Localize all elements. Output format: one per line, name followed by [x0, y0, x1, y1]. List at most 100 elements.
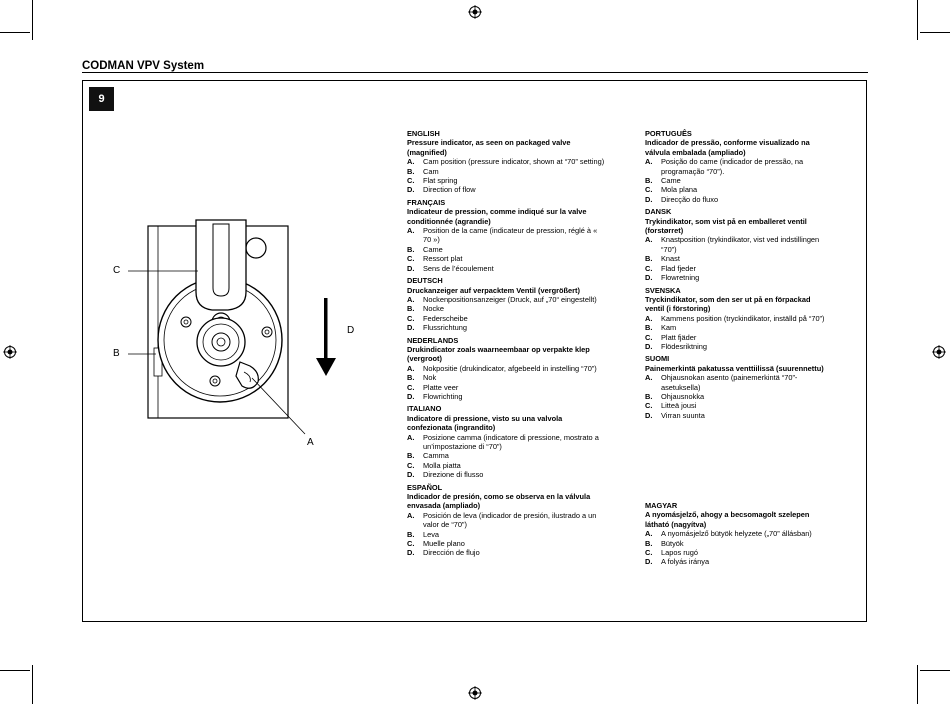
pressure-indicator	[235, 361, 259, 389]
valve-diagram	[128, 219, 336, 435]
flat-spring-slot	[212, 223, 230, 297]
page-number-badge: 9	[89, 87, 114, 111]
label-a: A	[307, 437, 314, 448]
section-dansk: DANSK Trykindikator, som vist på en emba…	[645, 207, 831, 282]
list-item: D.Flussrichtung	[407, 323, 467, 333]
list-item: C.Molla piatta	[407, 460, 461, 470]
section-title: Tryckindikator, som den ser ut på en för…	[645, 294, 811, 314]
flow-direction-arrow-icon	[316, 298, 336, 376]
list-item: B.Knast	[645, 254, 680, 264]
section-english: ENGLISH Pressure indicator, as seen on p…	[407, 129, 607, 195]
section-title: Indicatore di pressione, visto su una va…	[407, 413, 563, 433]
list-item: A.Kammens position (tryckindikator, inst…	[645, 313, 825, 323]
section-portugues: PORTUGUÊS Indicador de pressão, conforme…	[645, 129, 831, 204]
crop-mark	[920, 670, 950, 671]
crop-mark	[0, 670, 30, 671]
language-heading: NEDERLANDS	[407, 335, 459, 345]
language-heading: DEUTSCH	[407, 276, 443, 286]
screw-icon	[261, 326, 273, 338]
text-column-left: ENGLISH Pressure indicator, as seen on p…	[407, 129, 607, 561]
text-column-right-lower: MAGYAR A nyomásjelző, ahogy a becsomagol…	[645, 501, 831, 570]
list-item: B.Nocke	[407, 304, 444, 314]
crop-mark	[917, 665, 918, 704]
list-item: D.Sens de l’écoulement	[407, 263, 494, 273]
crop-mark	[920, 32, 950, 33]
screw-icon	[209, 375, 221, 387]
registration-mark-icon	[468, 5, 482, 19]
document-title: CODMAN VPV System	[82, 60, 205, 72]
section-francais: FRANÇAIS Indicateur de pression, comme i…	[407, 198, 607, 273]
list-item: B.Leva	[407, 529, 440, 539]
section-title: Indicador de pressão, conforme visualiza…	[645, 138, 810, 157]
language-heading: DANSK	[645, 207, 672, 217]
list-item: D.A folyás iránya	[645, 557, 710, 567]
leader-line-a	[251, 377, 306, 435]
list-item: A.Nokpositie (drukindicator, afgebeeld i…	[407, 363, 597, 373]
crop-mark	[917, 0, 918, 40]
list-item: D.Direzione di flusso	[407, 470, 484, 480]
language-heading: SUOMI	[645, 354, 670, 364]
crop-mark	[0, 32, 30, 33]
list-item: B.Came	[645, 176, 681, 186]
label-c: C	[113, 265, 121, 276]
section-svenska: SVENSKA Tryckindikator, som den ser ut p…	[645, 286, 831, 352]
list-item: C.Muelle plano	[407, 539, 465, 549]
registration-mark-icon	[3, 345, 17, 359]
page-frame	[82, 80, 867, 622]
list-item: A.Posizione camma (indicatore di pressio…	[407, 432, 599, 451]
list-item: A.Cam position (pressure indicator, show…	[407, 157, 605, 167]
pressure-indicator-notch	[243, 371, 251, 383]
list-item: C.Mola plana	[645, 185, 698, 195]
cam-core	[211, 332, 231, 352]
list-item: B.Nok	[407, 373, 437, 383]
list-item: C.Platte veer	[407, 382, 459, 392]
list-item: D.Direcção do fluxo	[645, 194, 719, 204]
section-deutsch: DEUTSCH Druckanzeiger auf verpacktem Ven…	[407, 276, 607, 332]
screw-icon	[180, 316, 192, 328]
section-title: Indicateur de pression, comme indiqué su…	[407, 207, 587, 226]
section-title: Painemerkintä pakatussa venttiilissä (su…	[645, 363, 824, 373]
list-item: B.Bütyök	[645, 538, 684, 548]
list-item: A.Knastposition (trykindikator, vist ved…	[645, 235, 820, 254]
language-heading: FRANÇAIS	[407, 197, 446, 207]
list-item: C.Flad fjeder	[645, 263, 696, 273]
list-item: A.Posição do came (indicador de pressão,…	[645, 157, 804, 176]
list-item: B.Came	[407, 244, 443, 254]
list-item: B.Cam	[407, 166, 439, 176]
section-suomi: SUOMI Painemerkintä pakatussa venttiilis…	[645, 354, 831, 420]
list-item: A.Position de la came (indicateur de pre…	[407, 226, 598, 245]
list-item: B.Kam	[645, 323, 677, 333]
section-title: A nyomásjelző, ahogy a becsomagolt szele…	[645, 510, 810, 529]
crop-mark	[32, 0, 33, 40]
registration-mark-icon	[468, 686, 482, 700]
housing-knob	[245, 237, 267, 259]
section-title: Drukindicator zoals waarneembaar op verp…	[407, 344, 590, 364]
section-espanol: ESPAÑOL Indicador de presión, como se ob…	[407, 483, 607, 558]
section-italiano: ITALIANO Indicatore di pressione, visto …	[407, 404, 607, 479]
list-item: D.Flowretning	[645, 273, 700, 283]
list-item: C.Lapos rugó	[645, 548, 698, 558]
list-item: A.Posición de leva (indicador de presión…	[407, 510, 597, 530]
list-item: C.Platt fjäder	[645, 332, 697, 342]
section-magyar: MAGYAR A nyomásjelző, ahogy a becsomagol…	[645, 501, 831, 567]
language-heading: PORTUGUÊS	[645, 129, 692, 138]
list-item: C.Flat spring	[407, 176, 458, 186]
crop-mark	[32, 665, 33, 704]
language-heading: ESPAÑOL	[407, 482, 443, 492]
list-item: D.Dirección de flujo	[407, 548, 480, 558]
section-title: Trykindikator, som vist på en emballeret…	[645, 216, 807, 236]
label-d: D	[347, 325, 355, 336]
section-title: Pressure indicator, as seen on packaged …	[407, 138, 571, 157]
list-item: C.Ressort plat	[407, 254, 463, 264]
list-item: A.A nyomásjelző bütyök helyzete („70” ál…	[645, 529, 812, 539]
section-title: Druckanzeiger auf verpacktem Ventil (ver…	[407, 285, 580, 295]
language-heading: SVENSKA	[645, 285, 681, 295]
language-heading: ENGLISH	[407, 129, 440, 138]
list-item: A.Ohjausnokan asento (painemerkintä “70”…	[645, 373, 798, 392]
section-title: Indicador de presión, como se observa en…	[407, 492, 591, 511]
language-heading: MAGYAR	[645, 501, 678, 510]
label-b: B	[113, 348, 120, 359]
list-item: D.Flowrichting	[407, 391, 463, 401]
list-item: D.Direction of flow	[407, 185, 476, 195]
list-item: C.Federscheibe	[407, 313, 468, 323]
